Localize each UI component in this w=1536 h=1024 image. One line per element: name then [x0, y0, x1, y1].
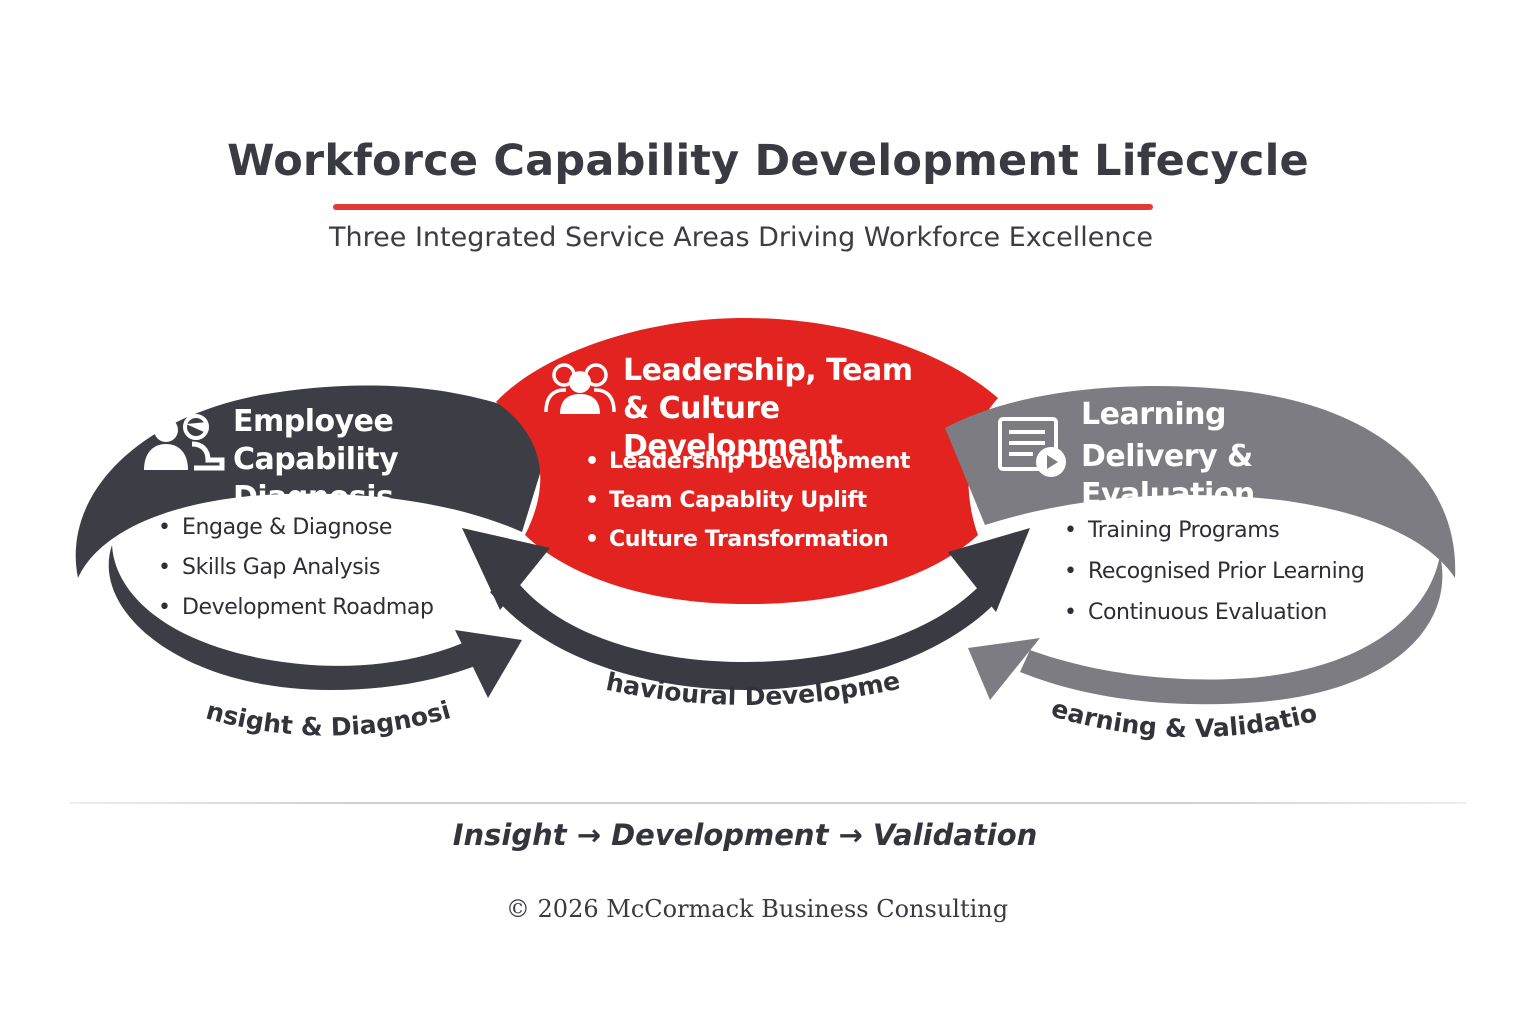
list-item: Recognised Prior Learning: [1064, 551, 1365, 592]
list-item: Skills Gap Analysis: [158, 548, 434, 588]
arc-label-diagnosis: Insight & Diagnosis: [0, 0, 454, 742]
leadership-title-line1: Leadership, Team: [623, 353, 913, 388]
list-item: Team Capablity Uplift: [585, 481, 910, 520]
list-item: Engage & Diagnose: [158, 508, 434, 548]
list-item: Development Roadmap: [158, 588, 434, 628]
learning-title-line1: Learning: [1081, 397, 1226, 432]
flow-summary: Insight → Development → Validation: [452, 818, 1038, 852]
title-underline: [333, 204, 1153, 210]
list-item: Training Programs: [1064, 510, 1364, 551]
page-subtitle: Three Integrated Service Areas Driving W…: [329, 222, 1153, 253]
learning-title-line2: Delivery & Evaluation: [1081, 439, 1255, 512]
list-item: Leadership Development: [585, 442, 910, 481]
diagnosis-title: Employee Capability Diagnosis: [233, 403, 533, 517]
page-title: Workforce Capability Development Lifecyc…: [227, 136, 1309, 186]
learning-ring: [945, 386, 1456, 705]
team-group-icon: [544, 363, 616, 414]
document-play-icon: [998, 417, 1066, 477]
copyright: © 2026 McCormack Business Consulting: [505, 895, 1009, 923]
diagnosis-ring: [75, 385, 555, 698]
learning-list: Training Programs Recognised Prior Learn…: [1064, 510, 1365, 633]
people-diagnosis-icon: [144, 414, 225, 471]
behavioural-arc: [462, 528, 1030, 690]
leadership-list: Leadership Development Team Capablity Up…: [585, 442, 910, 559]
learning-title: Learning Delivery & Evaluation: [1081, 396, 1401, 514]
diagnosis-title-line1: Employee Capability: [233, 404, 399, 477]
diagnosis-list: Engage & Diagnose Skills Gap Analysis De…: [158, 508, 434, 628]
footer-divider: [70, 802, 1466, 804]
list-item: Continuous Evaluation: [1064, 592, 1364, 633]
list-item: Culture Transformation: [585, 520, 910, 559]
